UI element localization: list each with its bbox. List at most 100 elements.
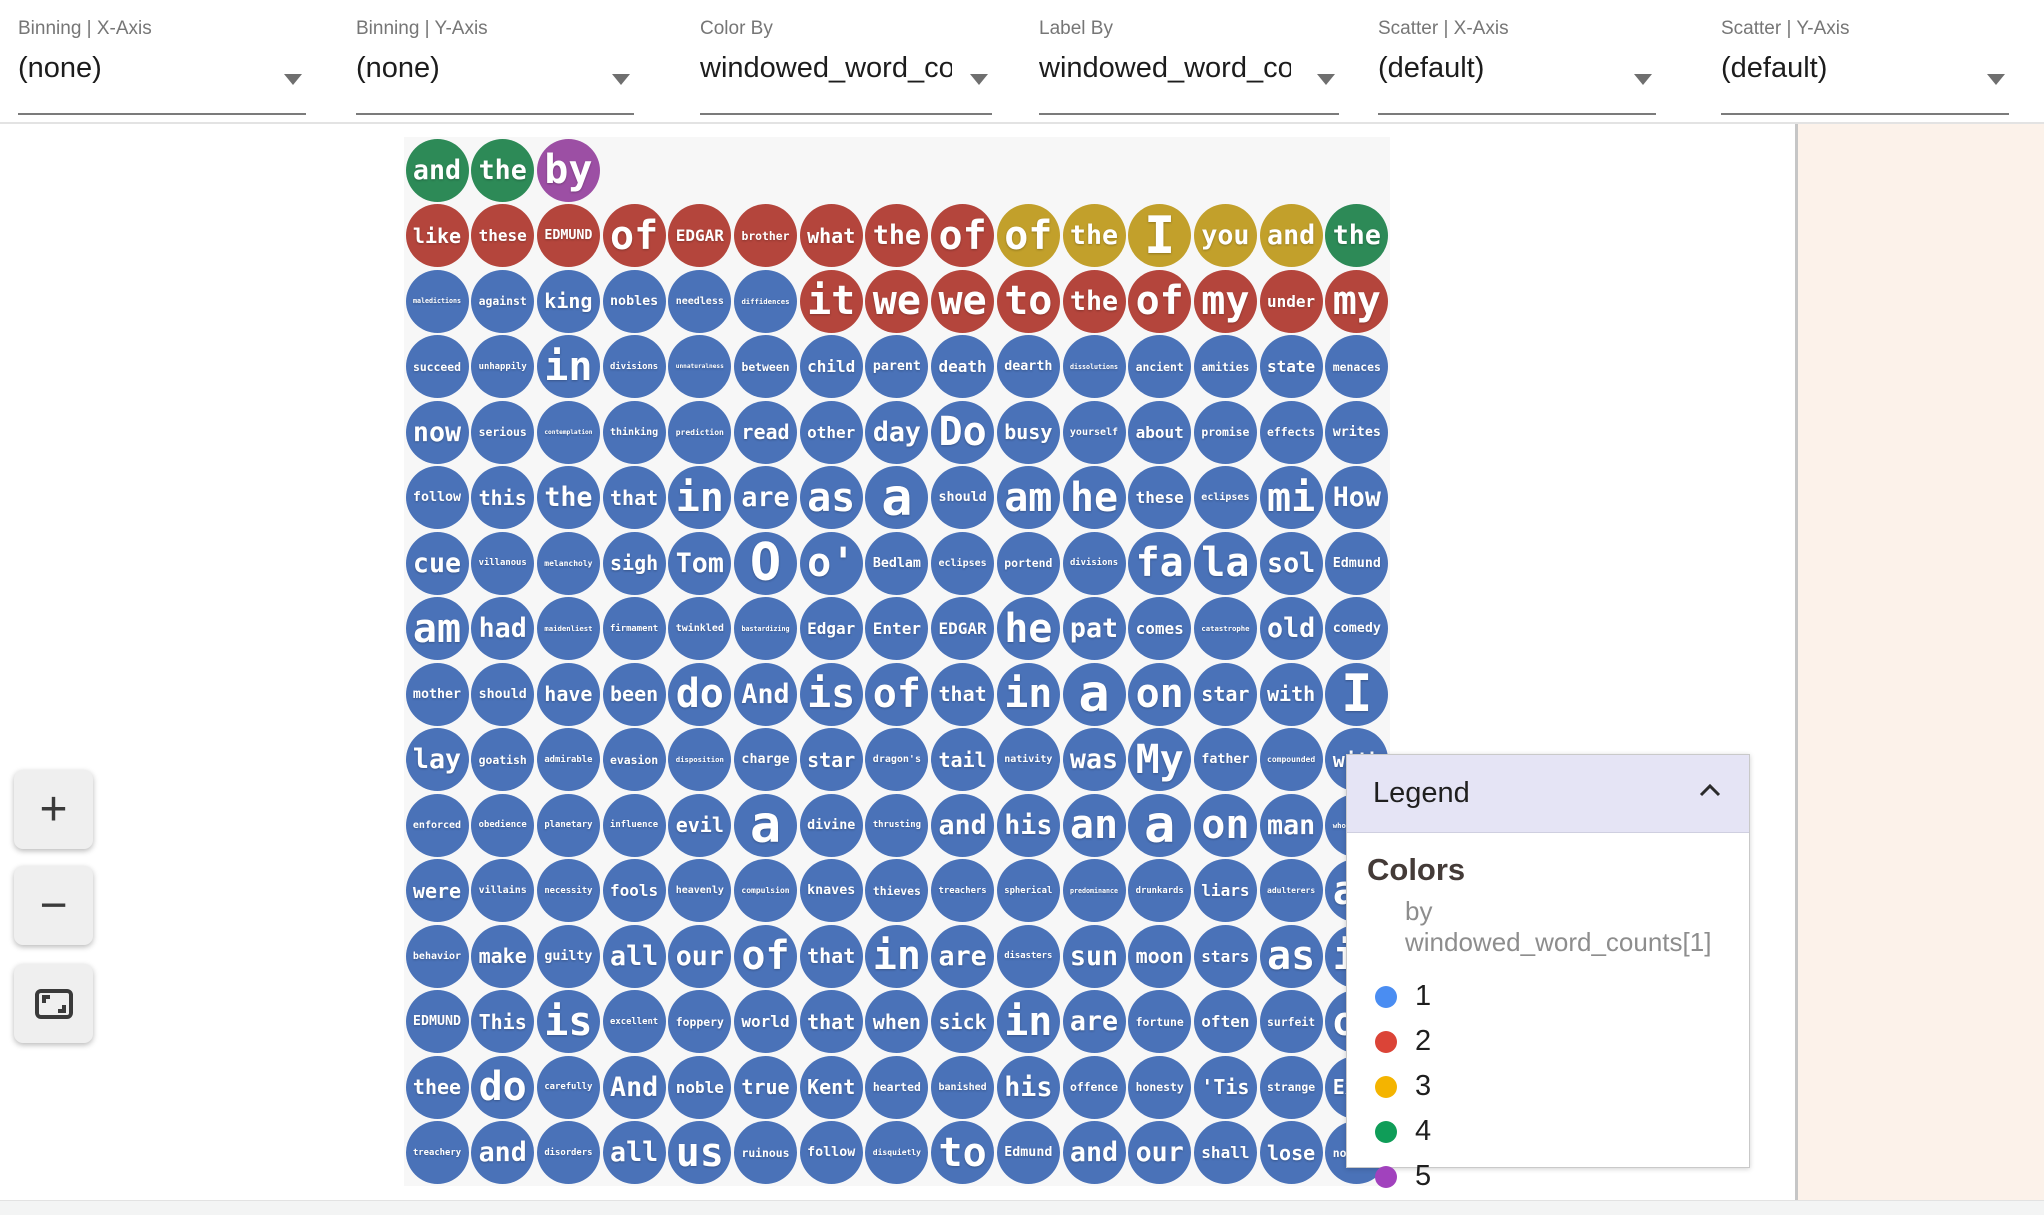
word-circle[interactable]: all (602, 924, 666, 988)
word-circle[interactable]: charge (734, 728, 797, 791)
word-circle[interactable]: all (602, 1121, 666, 1184)
word-circle[interactable]: drunkards (1128, 859, 1192, 922)
word-circle[interactable]: mother (405, 662, 469, 726)
word-circle[interactable]: is (799, 662, 863, 726)
word-circle[interactable]: EDMUND (405, 990, 469, 1053)
word-circle[interactable]: thee (405, 1055, 469, 1119)
word-circle[interactable]: dissolutions (1062, 335, 1126, 398)
word-circle[interactable]: in (536, 335, 600, 398)
word-circle[interactable]: treachers (931, 859, 995, 922)
word-circle[interactable]: Tom (668, 531, 732, 595)
word-circle[interactable]: portend (996, 531, 1060, 595)
word-circle[interactable]: the (536, 466, 600, 529)
word-circle[interactable]: menaces (1325, 335, 1389, 398)
word-circle[interactable]: follow (405, 466, 469, 529)
word-circle[interactable]: thinking (602, 400, 666, 464)
word-circle[interactable]: busy (996, 400, 1060, 464)
word-circle[interactable]: that (931, 662, 995, 726)
word-circle[interactable]: la (1193, 531, 1257, 595)
word-circle[interactable]: prediction (668, 400, 732, 464)
word-circle[interactable]: surfeit (1259, 990, 1323, 1053)
word-circle[interactable]: a (865, 466, 929, 529)
word-circle[interactable]: the (865, 204, 929, 267)
word-circle[interactable]: divine (799, 793, 863, 857)
word-circle[interactable]: unnaturalness (668, 335, 732, 398)
word-circle[interactable]: villanous (471, 531, 535, 595)
word-circle[interactable]: am (405, 597, 469, 660)
word-circle[interactable]: to (996, 269, 1060, 333)
word-circle[interactable]: yourself (1062, 400, 1126, 464)
word-circle[interactable]: promise (1193, 400, 1257, 464)
word-circle[interactable]: man (1259, 793, 1323, 857)
word-circle[interactable]: divisions (602, 335, 666, 398)
word-circle[interactable]: amities (1193, 335, 1257, 398)
word-circle[interactable]: treachery (405, 1121, 469, 1184)
word-circle[interactable]: Kent (799, 1055, 863, 1119)
word-circle[interactable]: o' (799, 531, 863, 595)
word-circle[interactable]: are (931, 924, 995, 988)
word-circle[interactable]: old (1259, 597, 1323, 660)
word-circle[interactable]: How (1325, 466, 1389, 529)
word-circle[interactable]: EDGAR (668, 204, 732, 267)
word-circle[interactable]: and (405, 138, 469, 202)
word-circle[interactable]: of (1128, 269, 1192, 333)
word-circle[interactable]: is (536, 990, 600, 1053)
word-circle[interactable]: strange (1259, 1055, 1323, 1119)
word-circle[interactable]: eclipses (1193, 466, 1257, 529)
word-circle[interactable]: as (1259, 924, 1323, 988)
word-circle[interactable]: Edmund (996, 1121, 1060, 1184)
word-circle[interactable]: the (1062, 204, 1126, 267)
word-circle[interactable]: often (1193, 990, 1257, 1053)
word-circle[interactable]: follow (799, 1121, 863, 1184)
word-circle[interactable]: of (931, 204, 995, 267)
word-circle[interactable]: the (471, 138, 535, 202)
word-circle[interactable]: nativity (996, 728, 1060, 791)
word-circle[interactable]: our (668, 924, 732, 988)
word-circle[interactable]: under (1259, 269, 1323, 333)
word-circle[interactable]: Edgar (799, 597, 863, 660)
word-circle[interactable]: obedience (471, 793, 535, 857)
word-circle[interactable]: diffidences (734, 269, 797, 333)
word-circle[interactable]: foppery (668, 990, 732, 1053)
word-circle[interactable]: planetary (536, 793, 600, 857)
word-circle[interactable]: was (1062, 728, 1126, 791)
dropdown-scatter-x-axis[interactable]: Scatter | X-Axis(default) (1378, 18, 1656, 115)
word-circle[interactable]: his (996, 1055, 1060, 1119)
word-circle[interactable]: maledictions (405, 269, 469, 333)
word-circle[interactable]: are (1062, 990, 1126, 1053)
word-circle[interactable]: compulsion (734, 859, 797, 922)
word-circle[interactable]: had (471, 597, 535, 660)
word-circle[interactable]: were (405, 859, 469, 922)
word-circle[interactable]: my (1193, 269, 1257, 333)
word-circle[interactable]: when (865, 990, 929, 1053)
zoom-in-button[interactable]: + (14, 770, 93, 849)
word-circle[interactable]: these (471, 204, 535, 267)
word-circle[interactable]: Do (931, 400, 995, 464)
word-circle[interactable]: I (1128, 204, 1192, 267)
word-circle[interactable]: banished (931, 1055, 995, 1119)
word-circle[interactable]: my (1325, 269, 1389, 333)
word-circle[interactable]: and (931, 793, 995, 857)
word-circle[interactable]: comedy (1325, 597, 1389, 660)
word-circle[interactable]: sick (931, 990, 995, 1053)
word-circle[interactable]: evil (668, 793, 732, 857)
word-circle[interactable]: compounded (1259, 728, 1323, 791)
word-circle[interactable]: brother (734, 204, 797, 267)
word-circle[interactable]: in (996, 662, 1060, 726)
word-circle[interactable]: melancholy (536, 531, 600, 595)
word-circle[interactable]: that (799, 924, 863, 988)
word-circle[interactable]: fortune (1128, 990, 1192, 1053)
word-circle[interactable]: a (1128, 793, 1192, 857)
word-circle[interactable]: on (1128, 662, 1192, 726)
word-circle[interactable]: as (799, 466, 863, 529)
word-circle[interactable]: against (471, 269, 535, 333)
word-circle[interactable]: death (931, 335, 995, 398)
word-circle[interactable]: tail (931, 728, 995, 791)
word-circle[interactable]: hearted (865, 1055, 929, 1119)
word-circle[interactable]: mi (1259, 466, 1323, 529)
word-circle[interactable]: it (799, 269, 863, 333)
word-circle[interactable]: our (1128, 1121, 1192, 1184)
word-circle[interactable]: us (668, 1121, 732, 1184)
word-circle[interactable]: lose (1259, 1121, 1323, 1184)
word-circle[interactable]: spherical (996, 859, 1060, 922)
